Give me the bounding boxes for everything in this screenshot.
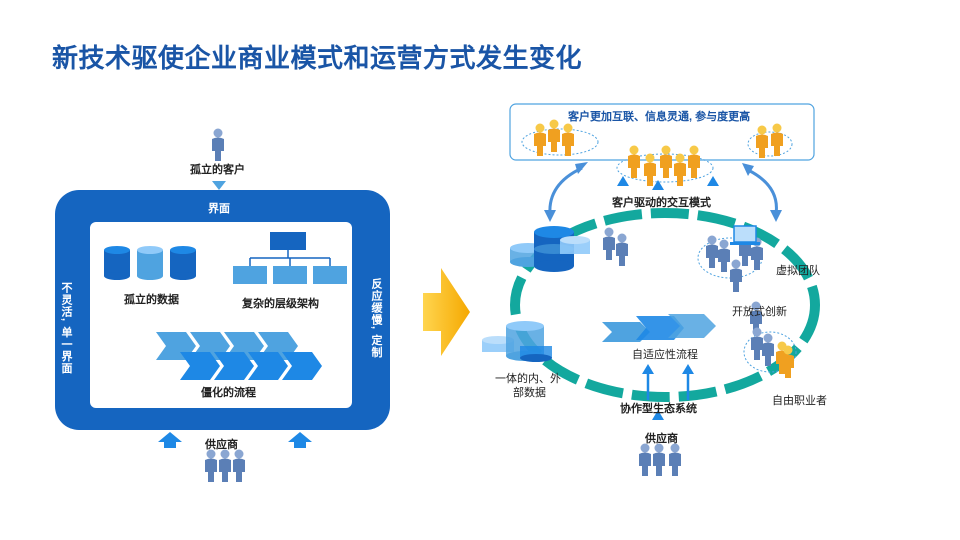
person-icon xyxy=(751,327,763,360)
person-icon xyxy=(730,259,742,292)
person-icon xyxy=(233,449,245,482)
person-icon xyxy=(718,239,730,272)
freelancer-label: 自由职业者 xyxy=(772,395,827,407)
person-icon xyxy=(562,123,574,156)
person-icon xyxy=(653,443,665,476)
person-icon xyxy=(669,443,681,476)
integrated-data-label-2: 部数据 xyxy=(513,387,546,399)
person-icon xyxy=(616,233,628,266)
database-icon xyxy=(560,236,590,254)
big-arrow-right-icon xyxy=(423,268,470,356)
chevron-process-icon xyxy=(602,314,716,342)
person-icon xyxy=(762,333,774,366)
supplier-label-left: 供应商 xyxy=(205,439,238,451)
arrow-up-icon xyxy=(682,364,694,374)
interface-label: 界面 xyxy=(208,203,230,215)
adaptive-process-label: 自适应性流程 xyxy=(632,349,698,361)
integrated-data-label-1: 一体的内、外 xyxy=(495,373,561,385)
person-icon xyxy=(660,145,672,178)
complex-hierarchy-label: 复杂的层级架构 xyxy=(242,298,319,310)
database-icon xyxy=(170,246,196,280)
person-icon xyxy=(548,119,560,152)
ecosystem-label: 协作型生态系统 xyxy=(620,403,697,415)
cycle-arrow-icon xyxy=(747,168,778,215)
customer-driven-label: 客户驱动的交互模式 xyxy=(612,197,711,209)
chevron-process-icon xyxy=(156,332,322,380)
ecosystem-ring xyxy=(510,208,820,402)
arrow-up-icon xyxy=(617,176,629,186)
arrow-up-icon xyxy=(288,432,312,448)
database-icon xyxy=(520,346,552,362)
person-icon xyxy=(706,235,718,268)
open-innovation-label: 开放式创新 xyxy=(732,306,787,318)
isolated-customer-label: 孤立的客户 xyxy=(190,164,245,176)
isolated-data-label: 孤立的数据 xyxy=(124,294,179,306)
left-side-label: 不灵活, 单一界面 xyxy=(60,282,72,375)
database-icon xyxy=(137,246,163,280)
arrow-up-icon xyxy=(652,410,664,420)
person-icon xyxy=(644,153,656,186)
person-icon xyxy=(628,145,640,178)
arrow-up-icon xyxy=(158,432,182,448)
person-icon xyxy=(771,123,783,156)
page-title: 新技术驱使企业商业模式和运营方式发生变化 xyxy=(52,43,583,73)
person-icon xyxy=(212,128,224,161)
arrow-up-icon xyxy=(707,176,719,186)
person-icon xyxy=(756,125,768,158)
person-icon xyxy=(603,227,615,260)
arrow-up-icon xyxy=(652,180,664,190)
laptop-icon xyxy=(730,225,760,245)
person-icon xyxy=(219,449,231,482)
arrow-up-icon xyxy=(642,364,654,374)
customer-banner-label: 客户更加互联、信息灵通, 参与度更高 xyxy=(568,111,751,123)
cycle-arrow-icon xyxy=(548,166,583,215)
virtual-team-label: 虚拟团队 xyxy=(776,265,820,277)
right-side-label: 反应缓慢, 定制 xyxy=(370,278,382,359)
person-icon xyxy=(639,443,651,476)
rigid-process-label: 僵化的流程 xyxy=(201,387,256,399)
arrow-down-icon xyxy=(212,181,226,190)
person-icon xyxy=(205,449,217,482)
person-icon xyxy=(534,123,546,156)
supplier-label-right: 供应商 xyxy=(645,433,678,445)
person-icon xyxy=(688,145,700,178)
database-icon xyxy=(104,246,130,280)
org-chart-icon xyxy=(233,232,347,284)
